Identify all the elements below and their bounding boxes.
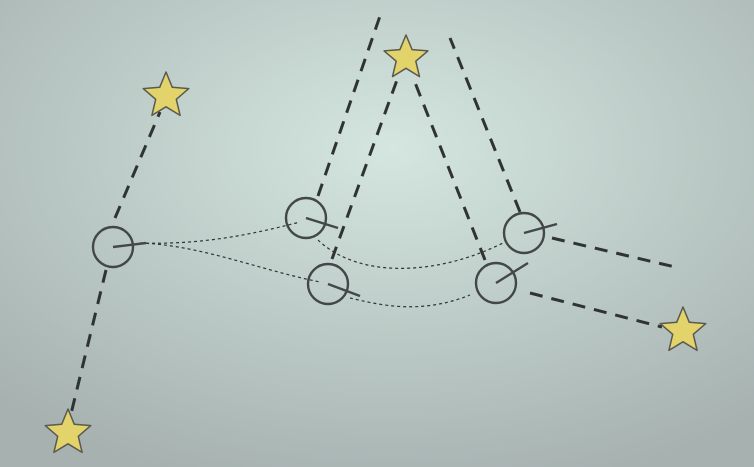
observers (91, 196, 558, 306)
sight-line-left-up (113, 111, 162, 219)
observer-lower-middle (306, 262, 361, 306)
observer-lower-right (474, 261, 529, 305)
sight-line-lower-middle (330, 79, 399, 260)
observer-upper-middle (284, 196, 339, 240)
star-top-center-icon (383, 34, 429, 78)
sight-line-lower-right-to-top-star (412, 79, 487, 261)
baseline-left-to-lower-middle (139, 242, 321, 283)
stars (44, 34, 707, 454)
sight-line-upper-right-to-east (551, 236, 676, 269)
baseline-lower-middle-to-lower-right (349, 294, 471, 308)
star-bottom-left-icon (44, 408, 92, 454)
baseline-upper-middle-to-upper-right (317, 239, 506, 269)
observer-upper-right (502, 211, 558, 255)
sight-lines (68, 15, 676, 419)
sight-line-lower-right-to-east-star (529, 291, 663, 329)
observer-left (91, 225, 147, 269)
star-top-left-icon (142, 71, 190, 117)
sight-line-upper-middle (316, 15, 382, 197)
sight-line-left-down (68, 269, 108, 419)
sight-line-upper-right (448, 37, 522, 213)
star-right-icon (659, 306, 707, 352)
baseline-paths (139, 221, 506, 308)
baseline-left-to-upper-middle (139, 221, 301, 244)
